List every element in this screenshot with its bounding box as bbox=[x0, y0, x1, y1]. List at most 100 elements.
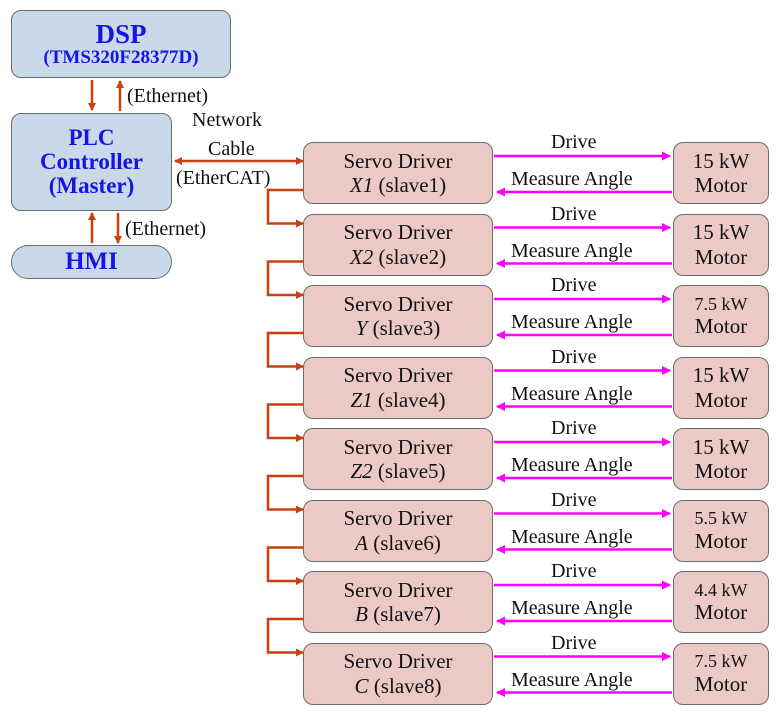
ethernet-label-top: (Ethernet) bbox=[127, 85, 209, 107]
motor-power: 7.5 kW bbox=[694, 651, 748, 672]
axis-name: X2 bbox=[349, 244, 374, 269]
drive-label: Drive bbox=[551, 274, 597, 296]
motor-label: Motor bbox=[694, 244, 748, 269]
dsp-subtitle: (TMS320F28377D) bbox=[43, 47, 199, 69]
servo-driver-box: Servo Driver Z1 (slave4) bbox=[303, 356, 493, 419]
slave-id: (slave3) bbox=[372, 316, 441, 340]
motor-label: Motor bbox=[694, 314, 748, 339]
axis-name: A bbox=[355, 530, 368, 555]
servo-driver-box: Servo Driver X1 (slave1) bbox=[303, 142, 493, 204]
servo-axis-line: B (slave7) bbox=[355, 602, 441, 626]
servo-driver-label: Servo Driver bbox=[343, 506, 453, 531]
servo-driver-label: Servo Driver bbox=[343, 649, 453, 674]
ethercat-chain-arrow bbox=[266, 403, 304, 442]
drive-label: Drive bbox=[551, 417, 597, 439]
servo-axis-line: A (slave6) bbox=[355, 531, 441, 555]
plc-line3: (Master) bbox=[48, 173, 135, 199]
drive-label: Drive bbox=[551, 345, 597, 368]
slave-id: (slave5) bbox=[377, 459, 446, 483]
motor-power: 7.5 kW bbox=[694, 293, 748, 314]
slave-id: (slave4) bbox=[377, 387, 446, 412]
slave-id: (slave8) bbox=[373, 673, 442, 698]
motor-label: Motor bbox=[694, 387, 748, 412]
measure-angle-label: Measure Angle bbox=[511, 525, 633, 548]
axis-name: C bbox=[354, 673, 369, 698]
motor-power: 15 kW bbox=[692, 148, 750, 173]
servo-driver-box: Servo Driver Y (slave3) bbox=[303, 285, 493, 347]
slave-id: (slave6) bbox=[373, 530, 441, 555]
ethernet-label-bottom: (Ethernet) bbox=[125, 218, 207, 240]
servo-axis-line: C (slave8) bbox=[355, 674, 442, 698]
servo-driver-label: Servo Driver bbox=[343, 220, 453, 245]
network-label-line3: (EtherCAT) bbox=[176, 167, 271, 189]
motor-box: 15 kW Motor bbox=[673, 213, 769, 276]
servo-axis-line: Z2 (slave5) bbox=[350, 459, 445, 483]
motor-box: 4.4 kW Motor bbox=[673, 571, 769, 633]
ethercat-chain-arrow bbox=[266, 546, 304, 585]
motor-power: 15 kW bbox=[692, 363, 750, 388]
motor-box: 15 kW Motor bbox=[673, 356, 769, 419]
dsp-title: DSP bbox=[95, 18, 147, 49]
measure-angle-label: Measure Angle bbox=[511, 382, 633, 405]
measure-angle-label: Measure Angle bbox=[511, 668, 633, 691]
motor-power: 15 kW bbox=[692, 220, 750, 245]
motor-box: 5.5 kW Motor bbox=[673, 499, 769, 562]
axis-name: Z1 bbox=[350, 387, 373, 412]
servo-driver-label: Servo Driver bbox=[343, 363, 453, 388]
servo-driver-label: Servo Driver bbox=[343, 577, 453, 602]
servo-driver-box: Servo Driver C (slave8) bbox=[303, 642, 493, 705]
motor-label: Motor bbox=[694, 528, 748, 553]
measure-angle-label: Measure Angle bbox=[511, 597, 633, 619]
motor-power: 4.4 kW bbox=[694, 579, 748, 600]
slave-id: (slave7) bbox=[373, 602, 441, 626]
slave-id: (slave1) bbox=[378, 173, 447, 197]
servo-driver-box: Servo Driver X2 (slave2) bbox=[303, 213, 493, 276]
ethercat-chain-arrow bbox=[266, 617, 304, 657]
servo-driver-label: Servo Driver bbox=[343, 434, 453, 459]
servo-driver-box: Servo Driver B (slave7) bbox=[303, 571, 493, 633]
plc-controller-box: PLC Controller (Master) bbox=[11, 113, 172, 211]
motor-label: Motor bbox=[694, 459, 748, 483]
servo-axis-line: Y (slave3) bbox=[356, 316, 441, 340]
motor-box: 15 kW Motor bbox=[673, 142, 769, 204]
servo-driver-label: Servo Driver bbox=[343, 291, 453, 316]
ethercat-chain-arrow bbox=[266, 188, 304, 228]
servo-axis-line: X1 (slave1) bbox=[350, 173, 446, 197]
drive-label: Drive bbox=[551, 488, 597, 511]
servo-driver-box: Servo Driver Z2 (slave5) bbox=[303, 428, 493, 490]
motor-box: 15 kW Motor bbox=[673, 428, 769, 490]
axis-name: Z2 bbox=[350, 459, 373, 483]
slave-id: (slave2) bbox=[378, 244, 447, 269]
motor-power: 15 kW bbox=[692, 434, 750, 459]
network-label-line2: Cable bbox=[208, 138, 255, 160]
drive-label: Drive bbox=[551, 131, 597, 153]
ethercat-chain-arrow bbox=[266, 474, 304, 514]
hmi-title: HMI bbox=[65, 247, 118, 275]
motor-label: Motor bbox=[694, 671, 748, 696]
servo-driver-label: Servo Driver bbox=[343, 148, 453, 173]
motor-power: 5.5 kW bbox=[694, 508, 748, 529]
motor-label: Motor bbox=[694, 600, 748, 625]
measure-angle-label: Measure Angle bbox=[511, 454, 633, 476]
dsp-box: DSP (TMS320F28377D) bbox=[11, 10, 231, 78]
motor-box: 7.5 kW Motor bbox=[673, 642, 769, 705]
servo-axis-line: Z1 (slave4) bbox=[350, 388, 445, 412]
axis-name: Y bbox=[355, 316, 368, 340]
hmi-box: HMI bbox=[11, 245, 172, 279]
plc-line2: Controller bbox=[39, 148, 144, 174]
ethercat-chain-arrow bbox=[266, 260, 304, 299]
measure-angle-label: Measure Angle bbox=[511, 311, 633, 333]
servo-driver-box: Servo Driver A (slave6) bbox=[303, 499, 493, 562]
drive-label: Drive bbox=[551, 560, 597, 582]
plc-line1: PLC bbox=[68, 124, 115, 150]
axis-name: B bbox=[355, 602, 368, 626]
measure-angle-label: Measure Angle bbox=[511, 168, 633, 190]
drive-label: Drive bbox=[551, 631, 597, 654]
ethercat-chain-arrow bbox=[266, 331, 304, 371]
motor-box: 7.5 kW Motor bbox=[673, 285, 769, 347]
axis-name: X1 bbox=[349, 173, 374, 197]
network-label-line1: Network bbox=[192, 109, 262, 131]
motor-label: Motor bbox=[694, 173, 748, 197]
servo-axis-line: X2 (slave2) bbox=[350, 245, 446, 269]
